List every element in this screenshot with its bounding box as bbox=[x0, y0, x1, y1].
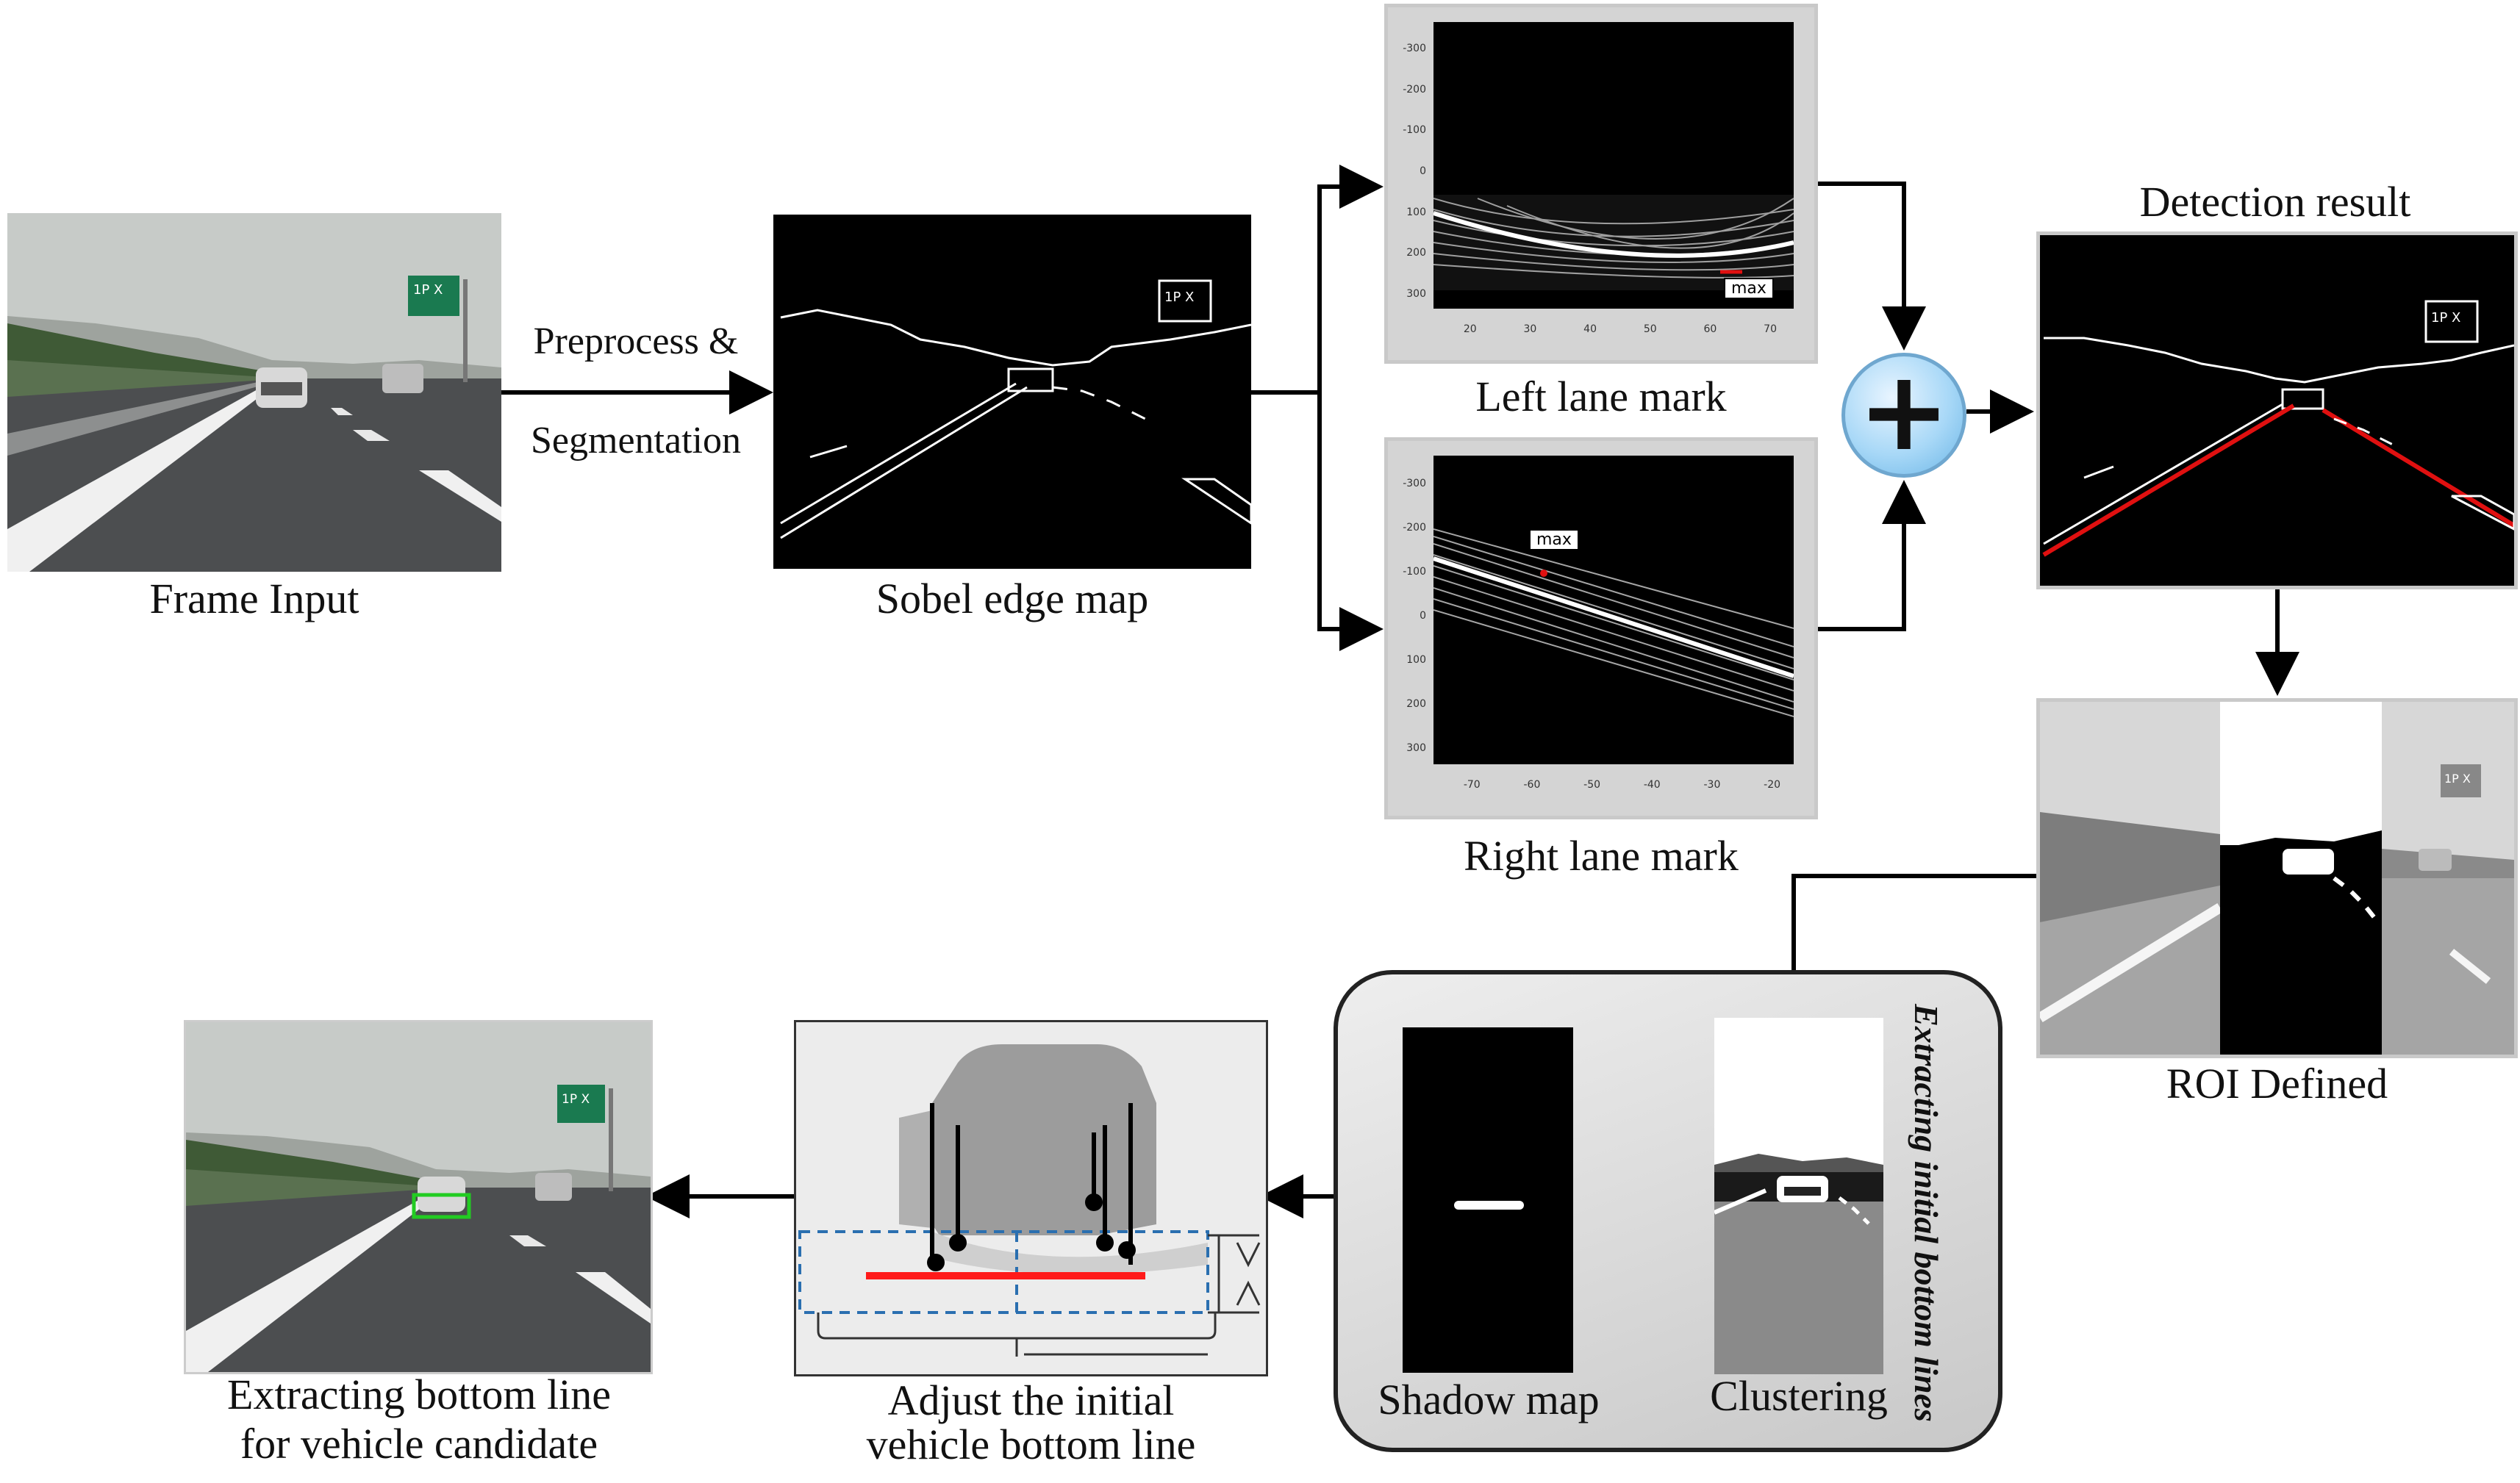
svg-text:1P X: 1P X bbox=[562, 1092, 590, 1107]
tick-label: -200 bbox=[1403, 83, 1426, 96]
tick-label: 100 bbox=[1406, 654, 1426, 666]
caption-shadow-map: Shadow map bbox=[1378, 1376, 1600, 1423]
adjust-bottom-line-image bbox=[794, 1020, 1268, 1376]
frame-input-image: 1P X bbox=[7, 213, 501, 572]
tick-label: 30 bbox=[1523, 323, 1537, 335]
tick-label: -30 bbox=[1703, 779, 1721, 791]
tick-label: 200 bbox=[1406, 247, 1426, 259]
combine-plus-icon: + bbox=[1841, 353, 1966, 478]
caption-adjust-line2: vehicle bottom line bbox=[866, 1421, 1196, 1468]
sign-text: 1P X bbox=[413, 282, 443, 298]
caption-frame-input: Frame Input bbox=[149, 575, 359, 622]
tick-label: -100 bbox=[1403, 566, 1426, 578]
caption-extract-bottom-line2: for vehicle candidate bbox=[240, 1420, 598, 1468]
tick-label: 100 bbox=[1406, 206, 1426, 218]
tick-label: -200 bbox=[1403, 522, 1426, 534]
caption-left-lane-mark: Left lane mark bbox=[1475, 373, 1727, 420]
caption-segmentation: Segmentation bbox=[531, 420, 741, 462]
caption-right-lane-mark: Right lane mark bbox=[1464, 832, 1739, 880]
left-hough-max-label: max bbox=[1724, 278, 1774, 299]
clustering-image bbox=[1714, 1018, 1883, 1374]
tick-label: -60 bbox=[1523, 779, 1541, 791]
tick-label: 60 bbox=[1703, 323, 1717, 335]
tick-label: -40 bbox=[1643, 779, 1661, 791]
svg-text:1P X: 1P X bbox=[2444, 772, 2471, 786]
tick-label: 20 bbox=[1463, 323, 1477, 335]
shadow-map-image bbox=[1403, 1027, 1573, 1373]
tick-label: 0 bbox=[1420, 165, 1426, 177]
tick-label: 300 bbox=[1406, 742, 1426, 754]
left-lane-hough-panel: max -300 -200 -100 0 100 200 300 20 30 40 50 60 70 bbox=[1384, 4, 1818, 364]
tick-label: 300 bbox=[1406, 288, 1426, 301]
tick-label: 200 bbox=[1406, 698, 1426, 710]
tick-label: -300 bbox=[1403, 42, 1426, 54]
left-hough-xticks: 20 30 40 50 60 70 bbox=[1433, 323, 1794, 341]
caption-adjust-line1: Adjust the initial bbox=[887, 1376, 1175, 1424]
caption-clustering: Clustering bbox=[1710, 1372, 1888, 1420]
detection-result-image: 1P X bbox=[2036, 231, 2518, 589]
tick-label: 70 bbox=[1764, 323, 1777, 335]
caption-roi-defined: ROI Defined bbox=[2166, 1060, 2388, 1107]
final-output-image: 1P X bbox=[184, 1020, 653, 1374]
caption-sobel-edge-map: Sobel edge map bbox=[876, 575, 1149, 622]
roi-defined-image: 1P X bbox=[2036, 698, 2518, 1058]
tick-label: -50 bbox=[1583, 779, 1601, 791]
svg-text:1P X: 1P X bbox=[1164, 290, 1194, 305]
right-hough-max-label: max bbox=[1529, 529, 1579, 550]
tick-label: 50 bbox=[1643, 323, 1657, 335]
tick-label: -300 bbox=[1403, 478, 1426, 489]
caption-extract-bottom-line1: Extracting bottom line bbox=[227, 1371, 611, 1418]
caption-detection-result: Detection result bbox=[2139, 178, 2411, 226]
tick-label: 40 bbox=[1583, 323, 1597, 335]
right-hough-xticks: -70 -60 -50 -40 -30 -20 bbox=[1433, 779, 1794, 797]
tick-label: 0 bbox=[1420, 610, 1426, 622]
tick-label: -20 bbox=[1764, 779, 1781, 791]
left-hough-yticks: -300 -200 -100 0 100 200 300 bbox=[1388, 22, 1431, 309]
right-hough-yticks: -300 -200 -100 0 100 200 300 bbox=[1388, 456, 1431, 764]
tick-label: -70 bbox=[1463, 779, 1481, 791]
tick-label: -100 bbox=[1403, 124, 1426, 137]
svg-text:1P X: 1P X bbox=[2431, 310, 2460, 326]
caption-preprocess: Preprocess & bbox=[533, 320, 739, 362]
sobel-edge-map-image: 1P X bbox=[773, 215, 1251, 569]
